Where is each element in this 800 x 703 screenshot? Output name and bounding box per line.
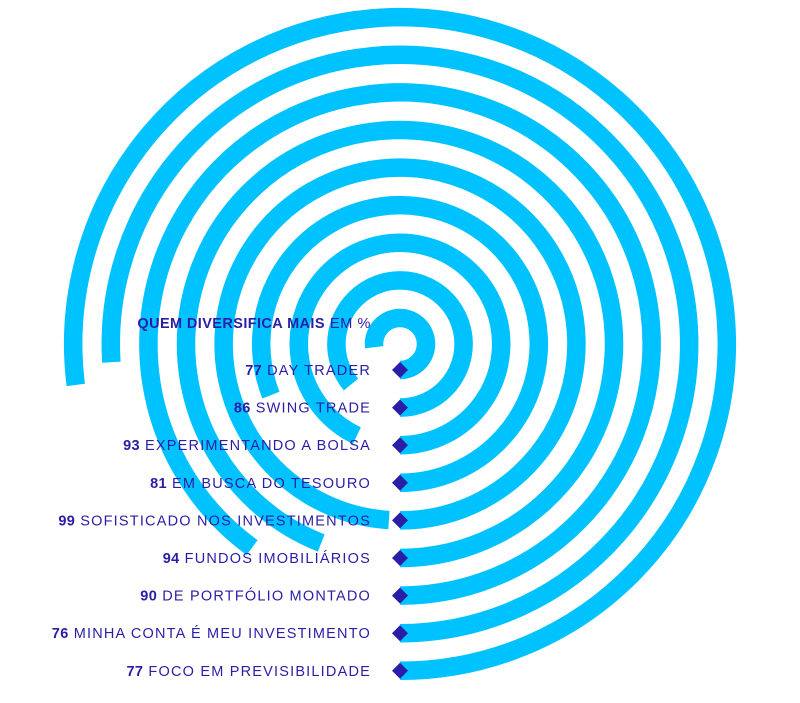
label-minha-conta-e-meu-investimento: 76 MINHA CONTA É MEU INVESTIMENTO bbox=[52, 625, 371, 642]
marker-minha-conta-e-meu-investimento bbox=[392, 625, 408, 642]
arc-minha-conta-e-meu-investimento bbox=[101, 45, 699, 643]
label-swing-trade: 86 SWING TRADE bbox=[234, 401, 371, 417]
chart-title: QUEM DIVERSIFICA MAIS EM % bbox=[137, 316, 371, 332]
label-sofisticado-nos-investimentos: 99 SOFISTICADO NOS INVESTIMENTOS bbox=[58, 513, 371, 529]
category-swing-trade: SWING TRADE bbox=[256, 401, 371, 417]
marker-swing-trade bbox=[392, 399, 408, 416]
marker-foco-em-previsibilidade bbox=[392, 662, 408, 679]
value-em-busca-do-tesouro: 81 bbox=[150, 476, 167, 492]
category-foco-em-previsibilidade: FOCO EM PREVISIBILIDADE bbox=[148, 664, 371, 680]
chart-title-main: QUEM DIVERSIFICA MAIS bbox=[137, 316, 325, 332]
label-experimentando-a-bolsa: 93 EXPERIMENTANDO A BOLSA bbox=[123, 438, 371, 454]
arc-day-trader bbox=[364, 308, 436, 380]
value-day-trader: 77 bbox=[245, 363, 262, 379]
category-minha-conta-e-meu-investimento: MINHA CONTA É MEU INVESTIMENTO bbox=[74, 625, 371, 642]
label-foco-em-previsibilidade: 77 FOCO EM PREVISIBILIDADE bbox=[126, 664, 371, 680]
label-fundos-imobiliarios: 94 FUNDOS IMOBILIÁRIOS bbox=[163, 550, 371, 567]
marker-experimentando-a-bolsa bbox=[392, 437, 408, 454]
category-em-busca-do-tesouro: EM BUSCA DO TESOURO bbox=[172, 476, 371, 492]
marker-day-trader bbox=[392, 362, 408, 378]
value-fundos-imobiliarios: 94 bbox=[163, 551, 180, 567]
marker-fundos-imobiliarios bbox=[392, 550, 408, 566]
value-sofisticado-nos-investimentos: 99 bbox=[58, 513, 75, 529]
category-experimentando-a-bolsa: EXPERIMENTANDO A BOLSA bbox=[145, 438, 371, 454]
marker-sofisticado-nos-investimentos bbox=[392, 512, 408, 529]
value-minha-conta-e-meu-investimento: 76 bbox=[52, 626, 69, 642]
value-de-portfolio-montado: 90 bbox=[140, 589, 157, 605]
value-experimentando-a-bolsa: 93 bbox=[123, 438, 140, 454]
label-de-portfolio-montado: 90 DE PORTFÓLIO MONTADO bbox=[140, 588, 371, 605]
arc-experimentando-a-bolsa bbox=[289, 233, 511, 455]
category-day-trader: DAY TRADER bbox=[267, 363, 371, 379]
category-sofisticado-nos-investimentos: SOFISTICADO NOS INVESTIMENTOS bbox=[80, 513, 371, 529]
marker-em-busca-do-tesouro bbox=[392, 474, 408, 491]
arc-swing-trade bbox=[327, 271, 473, 417]
arc-de-portfolio-montado bbox=[139, 83, 661, 605]
arc-foco-em-previsibilidade bbox=[63, 7, 737, 681]
value-swing-trade: 86 bbox=[234, 401, 251, 417]
arc-em-busca-do-tesouro bbox=[251, 196, 549, 493]
marker-de-portfolio-montado bbox=[392, 587, 408, 604]
value-foco-em-previsibilidade: 77 bbox=[126, 664, 143, 680]
arc-fundos-imobiliarios bbox=[176, 120, 624, 568]
label-day-trader: 77 DAY TRADER bbox=[245, 363, 371, 379]
chart-title-unit: EM % bbox=[330, 316, 371, 332]
category-fundos-imobiliarios: FUNDOS IMOBILIÁRIOS bbox=[185, 550, 371, 567]
category-de-portfolio-montado: DE PORTFÓLIO MONTADO bbox=[162, 588, 371, 605]
labels-group: QUEM DIVERSIFICA MAIS EM % 77 DAY TRADER 86… bbox=[52, 316, 408, 680]
arc-sofisticado-nos-investimentos bbox=[214, 158, 586, 530]
arcs-group bbox=[63, 7, 737, 681]
label-em-busca-do-tesouro: 81 EM BUSCA DO TESOURO bbox=[150, 476, 371, 492]
